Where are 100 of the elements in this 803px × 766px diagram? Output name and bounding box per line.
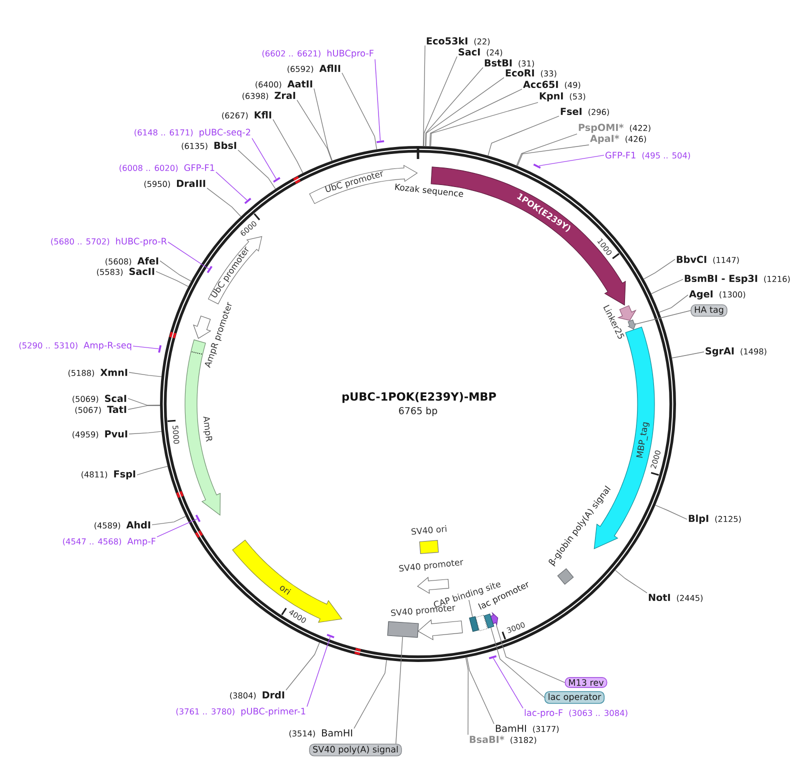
leader-line <box>132 346 160 350</box>
feature-label: SV40 ori <box>411 525 447 535</box>
primer-mark <box>533 164 541 169</box>
primer-mark <box>158 345 162 353</box>
enzyme-label: TatI <box>107 406 126 414</box>
enzyme-label: NotI <box>648 594 670 602</box>
enzyme-label: AgeI <box>689 290 712 300</box>
position-label: (5290 .. 5310) <box>19 342 78 350</box>
position-label: (4589) <box>94 522 120 530</box>
leader-line <box>614 570 648 594</box>
position-label: (6398) <box>242 92 268 100</box>
feature-box <box>469 616 479 632</box>
enzyme-label: SacI <box>458 48 480 56</box>
leader-line <box>490 627 545 698</box>
plasmid-name: pUBC-1POK(E239Y)-MBP <box>342 392 496 403</box>
enzyme-label: BbvCI <box>676 256 706 264</box>
leader-line <box>286 642 320 690</box>
leader-line <box>636 310 692 324</box>
enzyme-label: BlpI <box>688 514 708 524</box>
leader-line <box>160 260 192 282</box>
position-label: (33) <box>541 70 556 78</box>
enzyme-label: BamHI <box>496 724 526 732</box>
primer-label: GFP-F1 <box>184 164 214 172</box>
leader-line <box>492 658 524 708</box>
enzyme-label: DrdI <box>262 691 284 699</box>
leader-line <box>466 656 494 724</box>
position-label: (5608) <box>106 258 132 266</box>
enzyme-label: ZraI <box>274 92 296 100</box>
leader-line <box>238 150 276 190</box>
leader-line <box>396 636 403 744</box>
enzyme-label: AhdI <box>126 521 150 529</box>
enzyme-label: KflI <box>254 111 272 118</box>
primer-mark <box>244 198 252 204</box>
primer-label: pUBC-primer-1 <box>241 708 306 716</box>
position-label: (6592) <box>288 66 314 73</box>
enzyme-label: BbsI <box>214 142 236 150</box>
leader-line <box>468 600 473 618</box>
position-label: (4547 .. 4568) <box>63 538 122 546</box>
enzyme-label: EcoRI <box>506 69 534 77</box>
leader-line <box>216 172 248 200</box>
leader-line <box>128 405 160 410</box>
leader-line <box>252 138 276 180</box>
feature-label: AmpR <box>203 416 212 442</box>
enzyme-label: PspOMI* <box>578 124 624 133</box>
enzyme-label: FspI <box>114 470 136 480</box>
enzyme-label: Eco53kI <box>426 37 468 45</box>
position-label: (1147) <box>713 256 739 264</box>
leader-line <box>342 72 378 150</box>
leader-line <box>206 188 242 217</box>
primer-mark <box>326 634 334 638</box>
feature-tag: lac operator <box>544 691 605 704</box>
enzyme-label: ScaI <box>105 394 126 402</box>
position-label: (296) <box>588 108 609 116</box>
position-label: (5950) <box>144 180 170 188</box>
position-label: (3514) <box>289 730 315 738</box>
enzyme-label: KpnI <box>540 92 563 102</box>
feature-box <box>387 621 419 638</box>
leader-line <box>136 466 168 476</box>
enzyme-label: AatII <box>287 80 312 88</box>
feature-box <box>484 614 494 628</box>
leader-line <box>430 102 538 147</box>
position-label: (53) <box>570 93 586 100</box>
leader-line <box>517 144 590 166</box>
position-label: (2445) <box>677 594 703 602</box>
position-label: (5583) <box>97 268 123 276</box>
position-label: (6267) <box>222 112 248 120</box>
leader-line <box>488 116 560 156</box>
leader-line <box>152 516 186 526</box>
position-label: (5069) <box>72 396 98 403</box>
leader-line <box>374 58 381 141</box>
position-label: (1300) <box>720 291 746 298</box>
primer-mark <box>195 514 201 522</box>
position-label: (4959) <box>72 431 98 438</box>
primer-label: Amp-R-seq <box>84 342 132 350</box>
position-label: (422) <box>630 124 650 132</box>
enzyme-label: AfeI <box>137 257 158 265</box>
leader-line <box>429 88 522 147</box>
enzyme-label: PvuI <box>105 430 128 438</box>
enzyme-label: XmnI <box>100 368 128 376</box>
position-label: (6400) <box>256 81 282 88</box>
position-label: (495 .. 504) <box>642 152 690 160</box>
enzyme-label: FseI <box>560 108 582 116</box>
leader-line <box>168 242 210 270</box>
enzyme-label: Acc65I <box>523 80 558 88</box>
enzyme-label: ApaI* <box>590 134 620 144</box>
leader-line <box>423 56 458 146</box>
leader-line <box>156 518 198 538</box>
feature-box <box>475 614 488 632</box>
feature-diamond <box>557 568 574 585</box>
leader-line <box>643 258 676 280</box>
feature-tag: HA tag <box>690 304 728 317</box>
position-label: (3761 .. 3780) <box>176 708 234 716</box>
enzyme-label: SacII <box>129 268 154 276</box>
leader-line <box>496 625 566 683</box>
position-label: (49) <box>564 82 580 89</box>
position-label: (1216) <box>764 276 790 283</box>
position-label: (2125) <box>715 516 741 523</box>
position-label: (3063 .. 3084) <box>569 710 628 717</box>
leader-line <box>422 45 426 146</box>
position-label: (6148 .. 6171) <box>134 129 193 136</box>
